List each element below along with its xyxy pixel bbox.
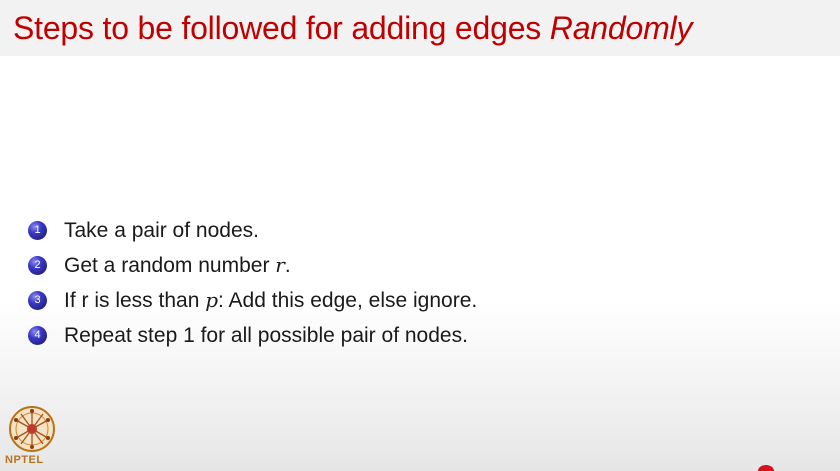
- step-text: If r is less than p: Add this edge, else…: [64, 288, 477, 313]
- step-number-badge: 1: [28, 221, 47, 240]
- nptel-logo-label: NPTEL: [5, 454, 44, 466]
- step-item-2: 2 Get a random number r.: [28, 248, 477, 283]
- step-number-badge: 4: [28, 326, 47, 345]
- slide-title: Steps to be followed for adding edges Ra…: [13, 10, 692, 47]
- steps-list: 1 Take a pair of nodes. 2 Get a random n…: [28, 213, 477, 353]
- step-text-after: : Add this edge, else ignore.: [218, 289, 478, 312]
- title-bar: Steps to be followed for adding edges Ra…: [0, 0, 840, 56]
- recording-indicator-icon: [758, 465, 774, 471]
- step-text: Get a random number r.: [64, 253, 291, 278]
- step-number-badge: 3: [28, 291, 47, 310]
- slide-title-main: Steps to be followed for adding edges: [13, 10, 550, 46]
- step-text: Repeat step 1 for all possible pair of n…: [64, 323, 468, 347]
- math-variable: p: [205, 288, 219, 312]
- step-item-4: 4 Repeat step 1 for all possible pair of…: [28, 318, 477, 353]
- nptel-logo-icon: [9, 406, 55, 452]
- math-variable: r: [275, 253, 285, 277]
- step-text-after: .: [284, 254, 291, 277]
- step-text-before: If r is less than: [64, 289, 206, 312]
- step-item-1: 1 Take a pair of nodes.: [28, 213, 477, 248]
- step-text: Take a pair of nodes.: [64, 218, 259, 242]
- step-item-3: 3 If r is less than p: Add this edge, el…: [28, 283, 477, 318]
- step-text-before: Get a random number: [64, 254, 276, 277]
- slide-title-emphasis: Randomly: [549, 10, 693, 46]
- step-number-badge: 2: [28, 256, 47, 275]
